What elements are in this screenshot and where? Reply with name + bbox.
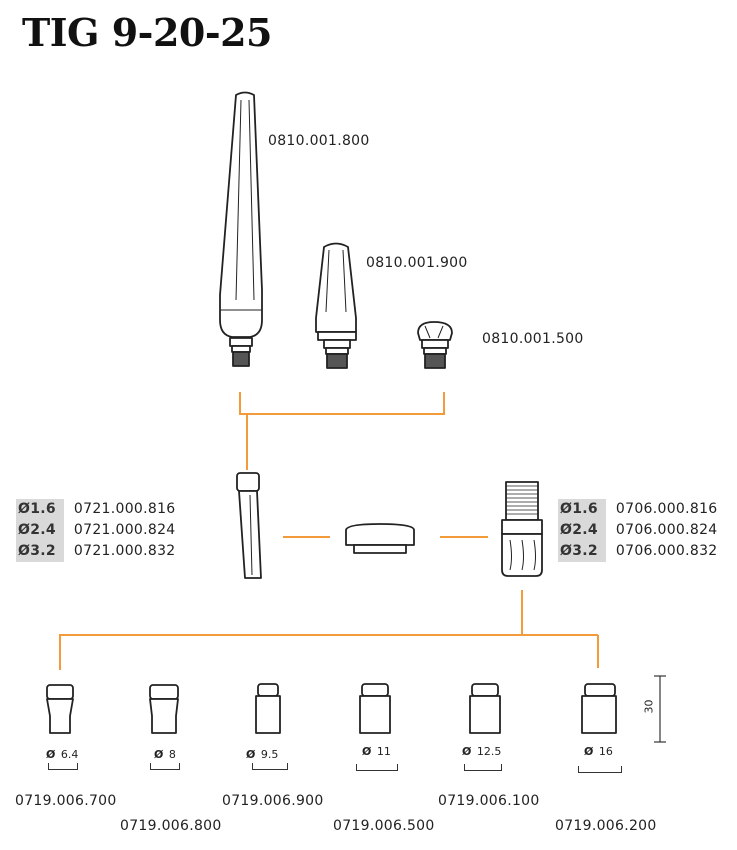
nozzle-diameter-label: Ø 12.5	[462, 745, 502, 758]
diameter-bar	[356, 764, 398, 771]
length-dimension-label: 30	[642, 699, 656, 714]
insulator	[345, 523, 415, 554]
connector-nozzles	[59, 590, 523, 670]
long-back-cap	[219, 91, 263, 367]
connector-caps	[239, 392, 445, 415]
cap-long-part: 0810.001.800	[268, 133, 370, 149]
nozzle-12.5	[469, 683, 501, 734]
medium-back-cap	[315, 242, 357, 369]
diameter-bar	[252, 763, 288, 770]
nozzle-diameter-label: Ø 6.4	[46, 748, 79, 761]
nozzle-9.5	[255, 683, 281, 734]
page-title: TIG 9-20-25	[22, 10, 272, 55]
nozzle-part: 0719.006.200	[555, 818, 657, 834]
cap-short-part: 0810.001.500	[482, 331, 584, 347]
diameter-bar	[48, 763, 78, 770]
length-dimension	[654, 675, 666, 743]
nozzle-part: 0719.006.800	[120, 818, 222, 834]
nozzle-diameter-label: Ø 8	[154, 748, 176, 761]
nozzle-part: 0719.006.700	[15, 793, 117, 809]
diameter-bar	[578, 766, 622, 773]
nozzle-part: 0719.006.500	[333, 818, 435, 834]
diameter-bar	[150, 763, 180, 770]
cap-medium-part: 0810.001.900	[366, 255, 468, 271]
short-back-cap	[417, 321, 453, 369]
nozzle-part: 0719.006.100	[438, 793, 540, 809]
nozzle-11	[359, 683, 391, 734]
nozzle-diameter-label: Ø 9.5	[246, 748, 279, 761]
collet	[236, 472, 262, 579]
nozzle-diameter-label: Ø 11	[362, 745, 391, 758]
nozzle-diameter-label: Ø 16	[584, 745, 613, 758]
nozzle-part: 0719.006.900	[222, 793, 324, 809]
nozzle-16	[581, 683, 617, 734]
nozzle-6.4	[46, 684, 74, 734]
diameter-bar	[464, 764, 502, 771]
connector-lines	[59, 392, 599, 670]
collet-body	[501, 481, 543, 577]
nozzle-8	[149, 684, 179, 734]
